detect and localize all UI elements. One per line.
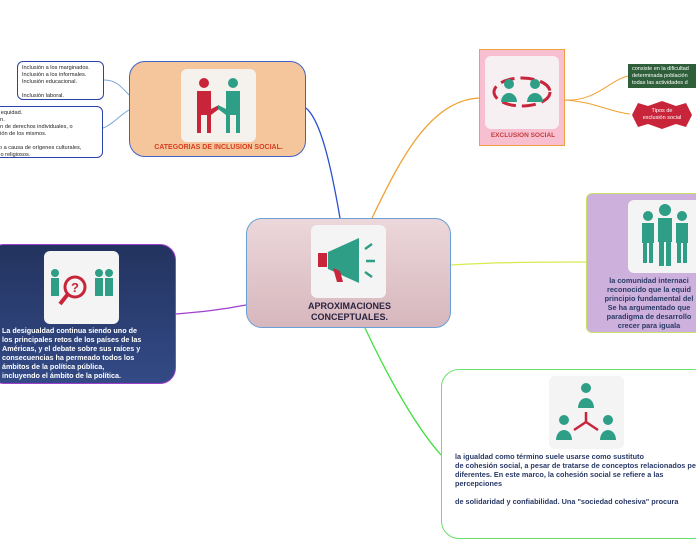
- exclusion-node[interactable]: EXCLUSION SOCIAL: [479, 49, 565, 146]
- link-box1: [103, 79, 130, 96]
- link-igualdad: [450, 261, 587, 266]
- consiste-box[interactable]: consiste en la dificultad determinada po…: [628, 64, 696, 88]
- categorias-node[interactable]: CATEGORIAS DE INCLUSION SOCIAL.: [129, 61, 306, 157]
- igualdad-text: la comunidad internaci reconocido que la…: [604, 276, 694, 330]
- central-topic-node[interactable]: APROXIMACIONES CONCEPTUALES.: [246, 218, 451, 328]
- desigualdad-node[interactable]: ? La desigualdad continua siendo uno de …: [0, 244, 176, 384]
- link-tipos: [564, 99, 631, 115]
- link-consiste: [564, 75, 629, 101]
- link-desigualdad: [175, 304, 247, 315]
- link-box2: [102, 109, 130, 129]
- megaphone-icon: [311, 225, 386, 298]
- equity-rights-box[interactable]: de equidad. sión. ción de derechos indiv…: [0, 106, 103, 158]
- handshake-icon: [181, 69, 256, 142]
- group-people-icon: [628, 200, 696, 273]
- tipos-exclusion-node[interactable]: Tipos de exclusión social: [628, 100, 696, 130]
- search-people-icon: ?: [44, 251, 119, 324]
- cohesion-node[interactable]: la igualdad como término suele usarse co…: [441, 369, 696, 539]
- tipos-badge-shape: [632, 101, 692, 129]
- desigualdad-text: La desigualdad continua siendo uno de lo…: [2, 326, 142, 380]
- svg-text:?: ?: [71, 280, 79, 295]
- connection-lines: [102, 75, 631, 456]
- cohesion-text: la igualdad como término suele usarse co…: [455, 452, 696, 506]
- people-conflict-icon: [485, 56, 559, 129]
- categorias-title: CATEGORIAS DE INCLUSION SOCIAL.: [154, 144, 283, 151]
- central-topic-title: APROXIMACIONES CONCEPTUALES.: [307, 301, 391, 322]
- link-exclusion: [371, 97, 480, 219]
- igualdad-node[interactable]: la comunidad internaci reconocido que la…: [586, 193, 696, 333]
- link-cohesion: [364, 327, 442, 456]
- tipos-exclusion-label: Tipos de exclusión social: [642, 108, 682, 121]
- network-people-icon: [549, 376, 624, 449]
- inclusion-types-box[interactable]: Inclusión a los marginados. Inclusión a …: [17, 61, 104, 100]
- exclusion-title: EXCLUSION SOCIAL: [490, 132, 556, 139]
- link-categorias: [305, 107, 341, 219]
